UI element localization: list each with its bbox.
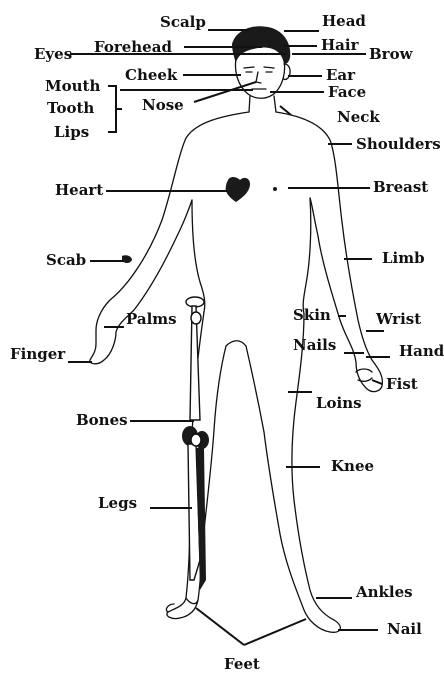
crotch-outline [226, 341, 246, 346]
label-loins: Loins [316, 394, 362, 412]
label-nose: Nose [142, 96, 184, 114]
right-leg-outline [246, 314, 340, 632]
label-scab: Scab [46, 251, 86, 269]
label-nail: Nail [387, 620, 422, 638]
label-heart: Heart [55, 181, 103, 199]
label-forehead: Forehead [94, 38, 172, 56]
label-feet: Feet [224, 655, 260, 673]
label-eyes: Eyes [34, 45, 72, 63]
label-mouth: Mouth [45, 77, 100, 95]
label-scalp: Scalp [160, 13, 206, 31]
label-tooth: Tooth [47, 99, 94, 117]
label-neck: Neck [337, 108, 380, 126]
label-cheek: Cheek [125, 66, 178, 84]
label-limb: Limb [382, 249, 425, 267]
label-hair: Hair [321, 36, 360, 54]
label-breast: Breast [373, 178, 428, 196]
skeleton-bones [182, 297, 209, 590]
left-torso-outline [192, 200, 205, 312]
label-nails: Nails [293, 336, 336, 354]
label-ankles: Ankles [355, 583, 413, 601]
right-torso-outline [303, 198, 311, 314]
label-head: Head [322, 12, 366, 30]
hair-shape [232, 26, 290, 63]
label-skin: Skin [293, 306, 331, 324]
labels: Scalp Head Hair Brow Eyes Forehead Cheek… [10, 12, 444, 673]
breast-mark [273, 187, 277, 191]
label-palms: Palms [126, 310, 177, 328]
label-legs: Legs [98, 494, 137, 512]
eye-marks [244, 67, 274, 72]
label-finger: Finger [10, 345, 66, 363]
label-fist: Fist [386, 375, 418, 393]
heart-shape [226, 177, 250, 202]
label-face: Face [328, 83, 366, 101]
label-wrist: Wrist [375, 310, 421, 328]
label-shoulders: Shoulders [356, 135, 441, 153]
nose-mouth [252, 72, 266, 89]
label-bones: Bones [76, 411, 128, 429]
label-hand: Hand [399, 342, 444, 360]
label-knee: Knee [331, 457, 374, 475]
label-brow: Brow [369, 45, 414, 63]
label-lips: Lips [54, 123, 89, 141]
label-ear: Ear [326, 66, 356, 84]
